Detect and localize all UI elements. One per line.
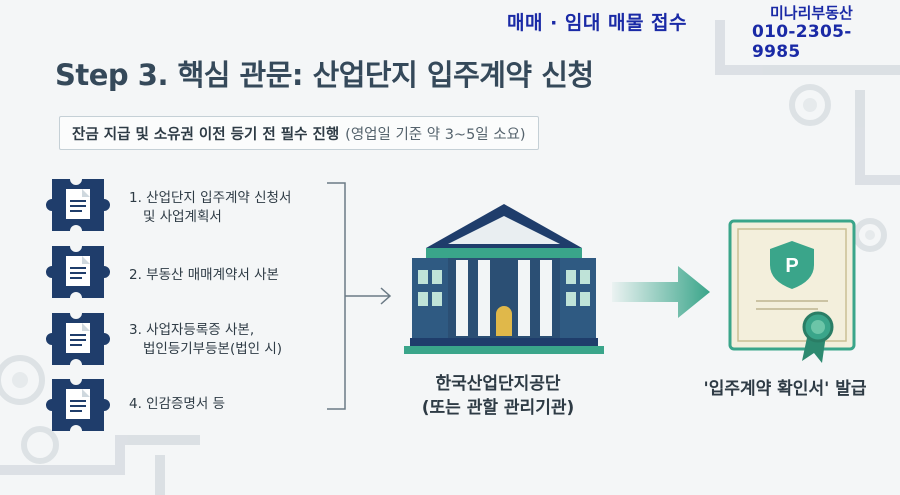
result-label: '입주계약 확인서' 발급 [703, 379, 867, 399]
document-label-line2: 법인등기부등본(법인 시) [143, 341, 283, 357]
agency-body-line1: 한국산업단지공단 [435, 374, 561, 394]
agency-body-label: 한국산업단지공단 (또는 관할 관리기관) [400, 372, 596, 420]
agency-body-line2: (또는 관할 관리기관) [421, 398, 575, 418]
document-label-line2: 및 사업계획서 [143, 209, 222, 225]
document-item: 4. 인감증명서 등 [38, 375, 338, 435]
document-item: 3. 사업자등록증 사본, 법인등기부등본(법인 시) [38, 309, 338, 369]
document-puzzle-icon [46, 313, 110, 365]
document-label-line1: 2. 부동산 매매계약서 사본 [129, 267, 279, 283]
document-item: 1. 산업단지 입주계약 신청서 및 사업계획서 [38, 175, 338, 235]
page-title: Step 3. 핵심 관문: 산업단지 입주계약 신청 [55, 58, 594, 92]
bracket-arrow [327, 182, 392, 410]
document-label: 2. 부동산 매매계약서 사본 [129, 266, 279, 285]
arrow-right-icon [612, 266, 710, 318]
document-label-line1: 4. 인감증명서 등 [129, 396, 225, 412]
subtitle-box: 잔금 지급 및 소유권 이전 등기 전 필수 진행 (영업일 기준 약 3~5일… [59, 116, 539, 150]
subtitle-note: (영업일 기준 약 3~5일 소요) [345, 126, 526, 143]
document-label-line1: 1. 산업단지 입주계약 신청서 [129, 190, 292, 206]
government-building-icon [404, 204, 604, 354]
document-label: 4. 인감증명서 등 [129, 395, 225, 414]
listing-ad-text: 매매 · 임대 매물 접수 [507, 12, 688, 34]
document-puzzle-icon [46, 179, 110, 231]
document-item: 2. 부동산 매매계약서 사본 [38, 242, 338, 302]
subtitle-main: 잔금 지급 및 소유권 이전 등기 전 필수 진행 [72, 126, 340, 143]
document-label: 1. 산업단지 입주계약 신청서 및 사업계획서 [129, 189, 291, 227]
document-puzzle-icon [46, 246, 110, 298]
document-label: 3. 사업자등록증 사본, 법인등기부등본(법인 시) [129, 321, 282, 359]
svg-text:P: P [785, 255, 798, 277]
certificate-icon: P [728, 219, 856, 363]
agency-phone: 010-2305-9985 [752, 22, 852, 62]
document-label-line1: 3. 사업자등록증 사본, [129, 322, 255, 338]
agency-name: 미나리부동산 [770, 4, 853, 22]
document-puzzle-icon [46, 379, 110, 431]
